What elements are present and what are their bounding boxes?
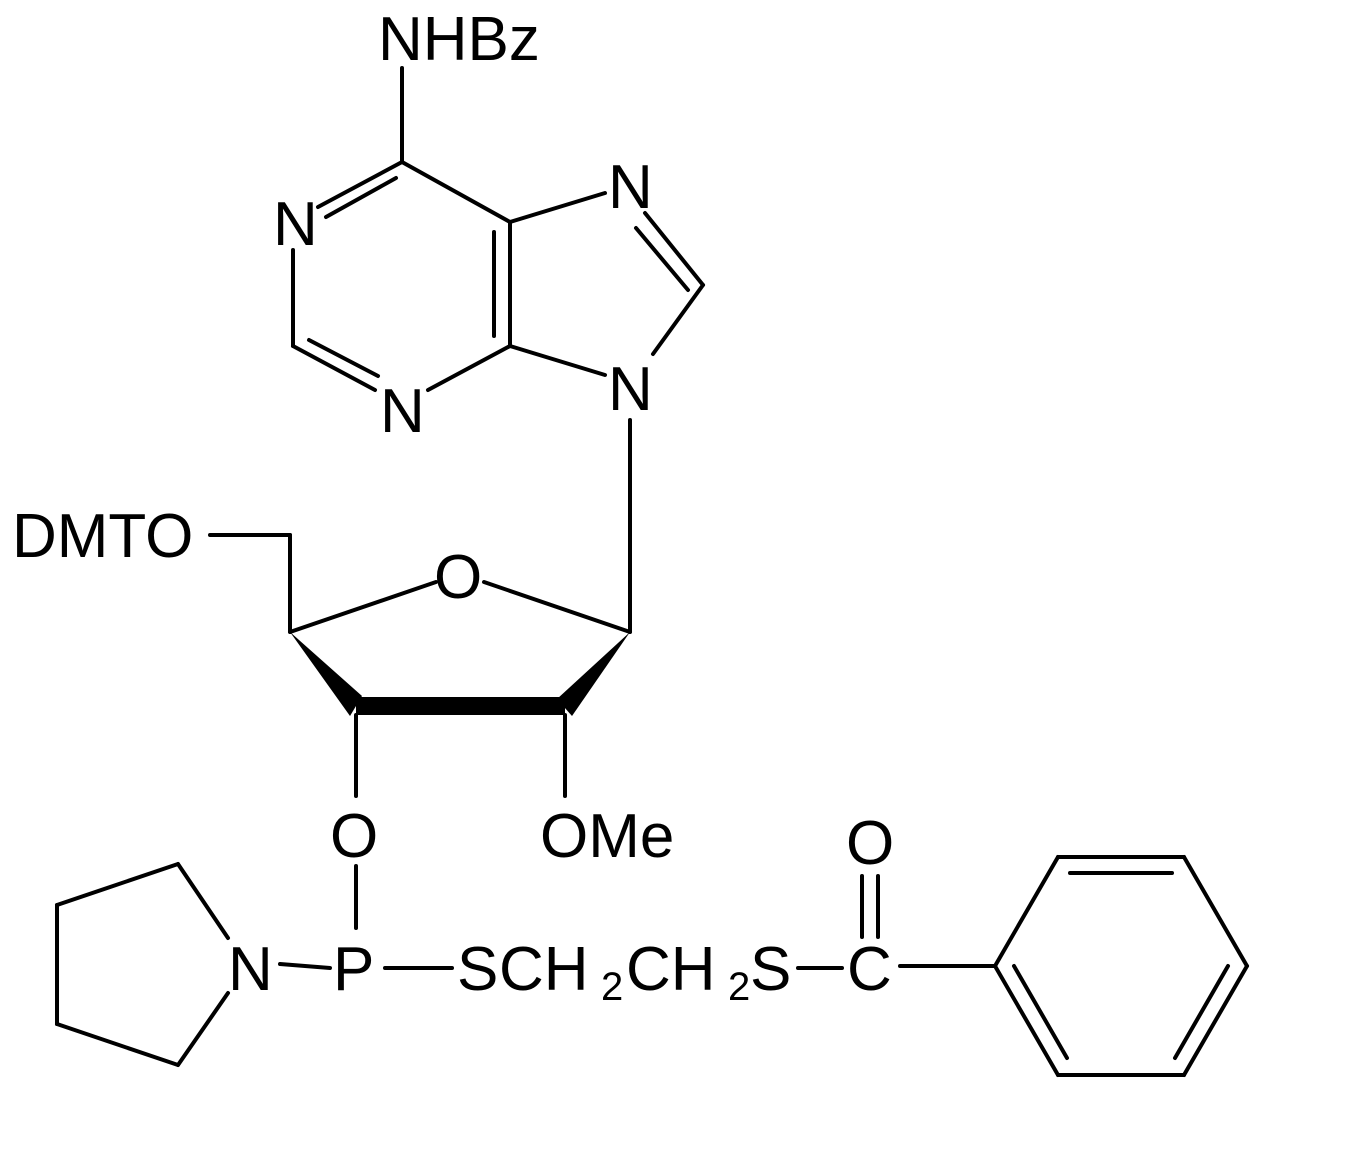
ph-bond-1 [993, 855, 1060, 968]
bond-c5-c6 [400, 160, 512, 224]
label-sub-a: 2 [601, 965, 623, 1009]
label-p: P [333, 935, 374, 1004]
atom-labels: NHBz N N N N DMTO O O OMe N P S CH 2 CH … [12, 5, 894, 1009]
benzene-ring [993, 855, 1249, 1077]
bond-c1-o4 [482, 580, 632, 634]
bond-n7-c8-inner [634, 226, 690, 292]
label-ring-o: O [434, 543, 482, 612]
ph-bond-6-inner [1012, 964, 1069, 1060]
bold-c3-c2 [356, 697, 565, 715]
bond-c2-n3-inner [307, 338, 380, 378]
phosphoramidite-bonds [55, 862, 997, 1067]
bond-pyr-c2-c3 [55, 862, 180, 907]
label-dmto: DMTO [12, 502, 193, 571]
label-n7: N [608, 153, 653, 222]
bond-pyr-n-c2 [176, 862, 230, 940]
bond-c6-n1 [316, 160, 404, 209]
bond-o4-c4 [288, 580, 438, 634]
ph-bond-3 [1182, 855, 1249, 968]
label-s1: S [457, 935, 498, 1004]
ph-bond-4 [1182, 964, 1249, 1077]
label-s2: S [750, 935, 791, 1004]
purine-bonds [291, 66, 705, 392]
bond-c6-n1-inner [324, 176, 398, 219]
ph-bond-4-inner [1173, 964, 1230, 1060]
label-o3: O [330, 802, 378, 871]
label-sub-b: 2 [728, 965, 750, 1009]
label-carbonyl-o: O [846, 809, 894, 878]
bond-n-p [278, 962, 332, 970]
label-carbonyl-c: C [847, 935, 892, 1004]
label-n1: N [273, 190, 318, 259]
bond-pyr-c5-n [176, 991, 230, 1067]
label-nhbz: NHBz [378, 5, 540, 74]
wedge-c1-c2 [557, 632, 630, 716]
wedge-c4-c3 [290, 632, 362, 716]
bond-n3-c4 [426, 344, 512, 392]
bond-c2-n3 [291, 344, 377, 392]
label-ch2a: CH [499, 935, 589, 1004]
bond-n9-c4 [508, 344, 607, 377]
bond-c8-n9 [651, 283, 705, 356]
bond-n7-c8 [643, 211, 705, 287]
label-ome: OMe [540, 802, 674, 871]
bond-pyr-c4-c5 [55, 1022, 180, 1067]
label-n9: N [608, 355, 653, 424]
ph-bond-6 [993, 964, 1060, 1077]
label-ch2b: CH [626, 935, 716, 1004]
label-n-pyrrolidine: N [228, 935, 273, 1004]
sugar-bonds [208, 418, 632, 930]
label-n3: N [380, 377, 425, 446]
bond-c5-n7 [508, 191, 607, 224]
